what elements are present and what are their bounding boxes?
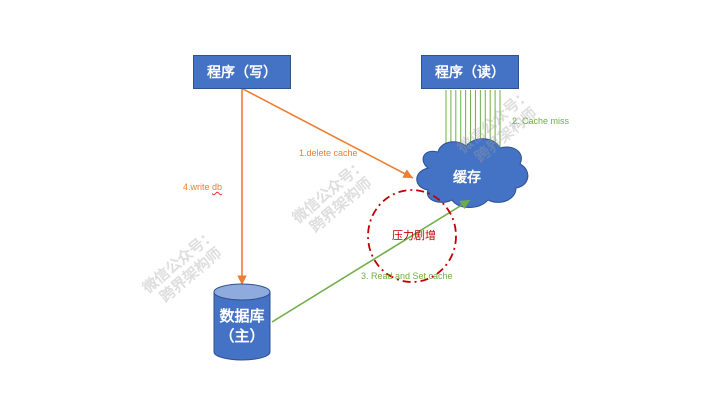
delete-cache-label: 1.delete cache bbox=[299, 148, 358, 158]
database-label-line2: （主） bbox=[219, 327, 265, 345]
delete-cache-arrow bbox=[242, 88, 414, 179]
writer-program-label: 程序（写） bbox=[207, 65, 277, 81]
database-label: 数据库 （主） bbox=[212, 306, 272, 346]
reader-program-label: 程序（读） bbox=[435, 65, 505, 81]
reader-program-box[interactable]: 程序（读） bbox=[421, 55, 519, 89]
writer-program-box[interactable]: 程序（写） bbox=[193, 55, 291, 89]
write-db-label: 4.write db bbox=[183, 182, 222, 192]
database-cylinder[interactable] bbox=[213, 283, 271, 361]
database-label-line1: 数据库 bbox=[219, 307, 265, 325]
read-set-cache-arrow bbox=[271, 199, 471, 323]
cache-cloud[interactable] bbox=[416, 138, 529, 208]
write-db-label-prefix: 4.write bbox=[183, 182, 213, 192]
pressure-highlight-circle bbox=[367, 189, 457, 283]
read-set-cache-label: 3. Read and Set cache bbox=[361, 271, 453, 281]
cache-miss-label: 2. Cache miss bbox=[512, 116, 570, 126]
pressure-label: 压力剧增 bbox=[392, 229, 436, 242]
write-db-label-suffix: db bbox=[212, 182, 223, 192]
cache-label: 缓存 bbox=[453, 170, 481, 186]
